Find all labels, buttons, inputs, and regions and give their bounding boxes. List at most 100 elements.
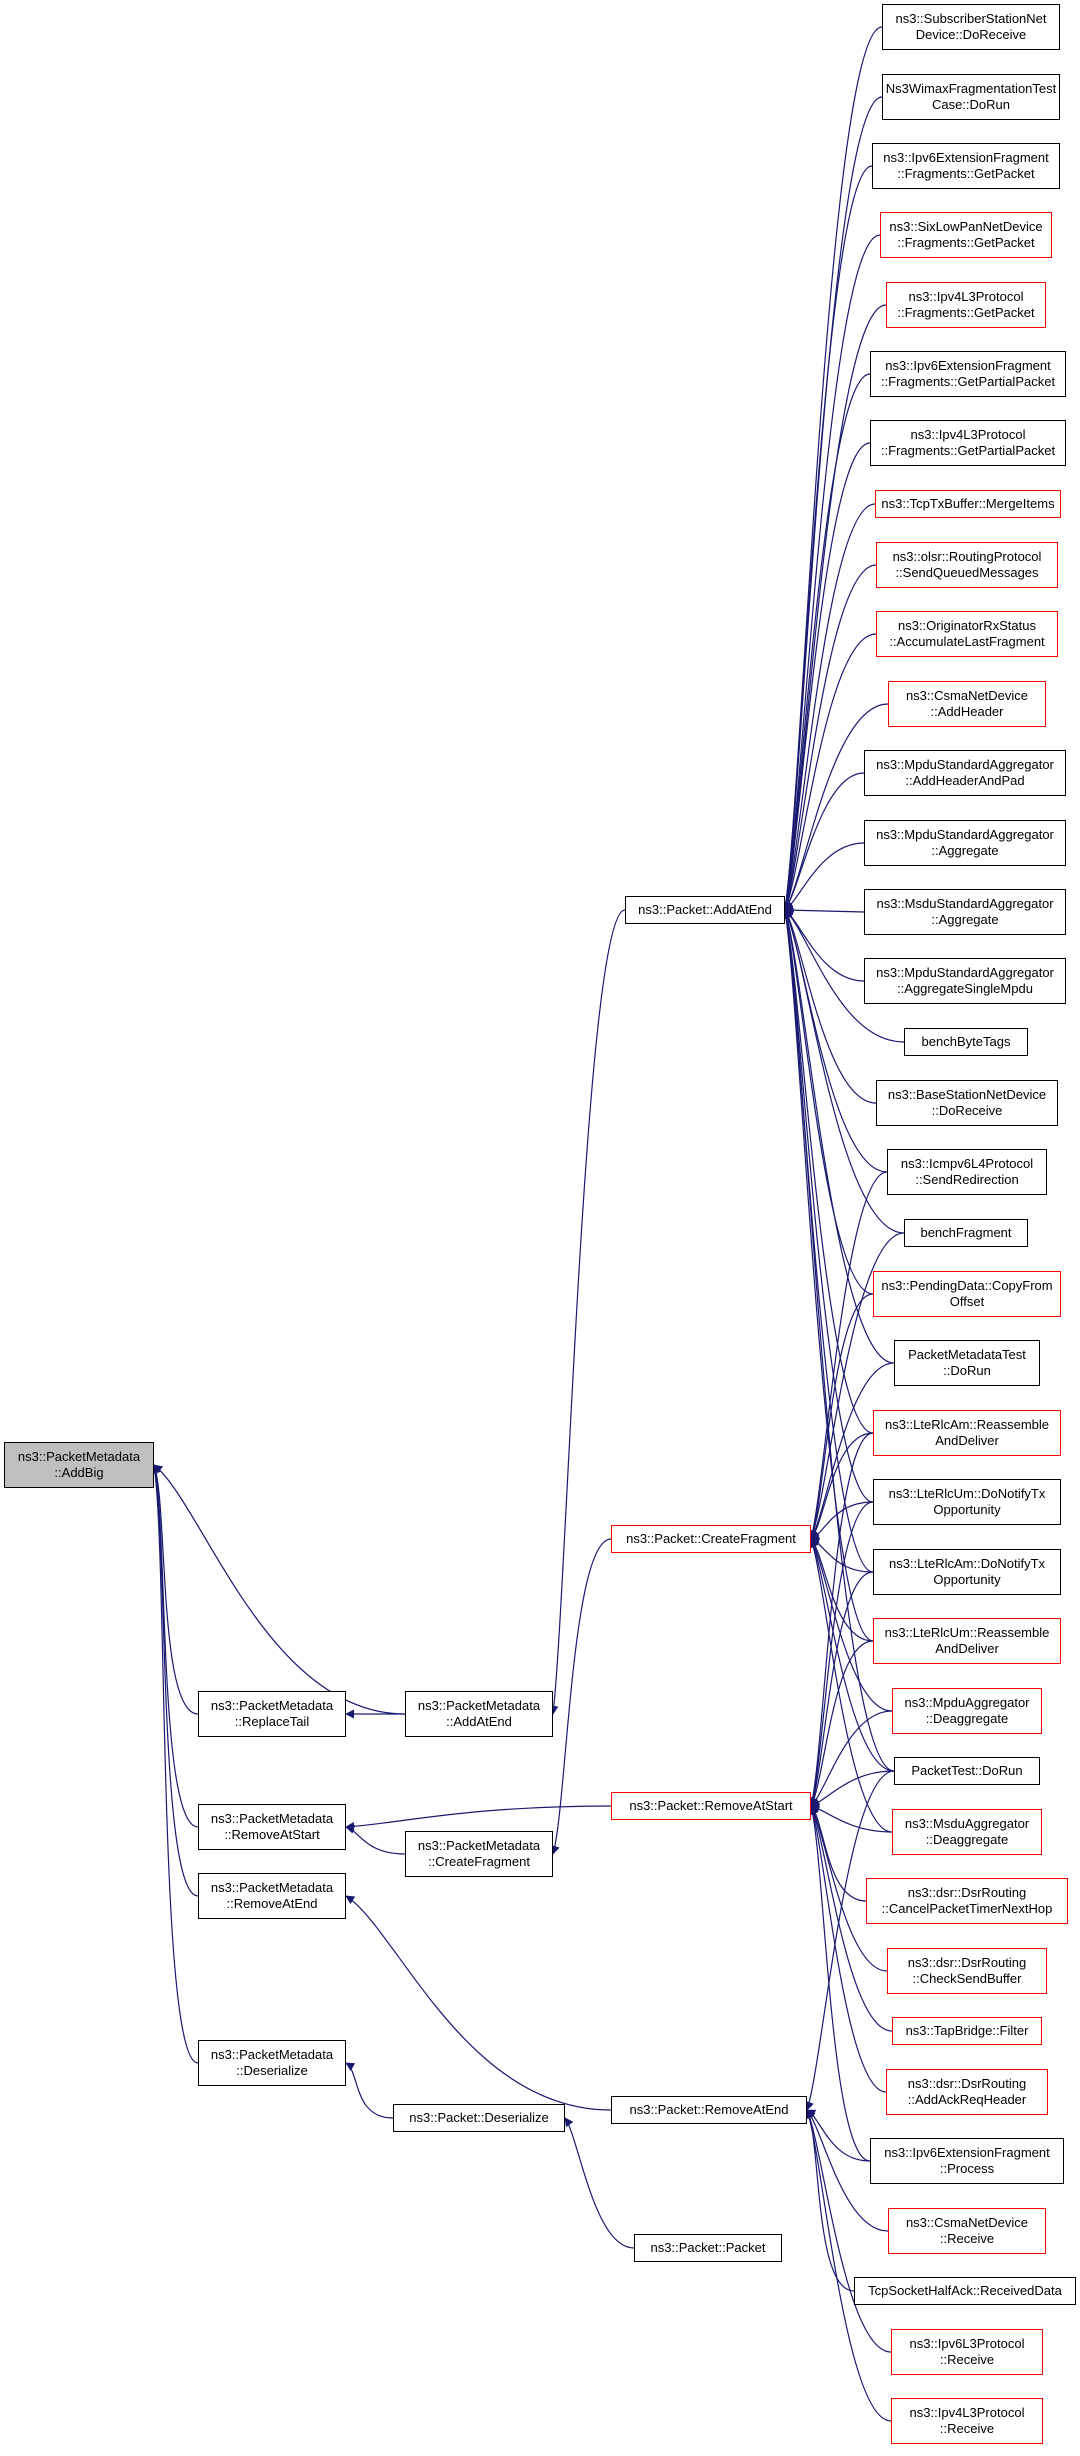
node-label: ns3::CsmaNetDevice — [905, 2215, 1029, 2230]
node-label: PacketMetadataTest — [908, 1347, 1026, 1362]
node-r-ipv6l3-receive[interactable]: ns3::Ipv6L3Protocol::Receive — [891, 2329, 1043, 2375]
node-label: ns3::Packet::CreateFragment — [626, 1531, 796, 1546]
node-label: ns3::MsduStandardAggregator — [876, 896, 1054, 911]
node-pm-createfragment[interactable]: ns3::PacketMetadata::CreateFragment — [405, 1831, 553, 1877]
edge-r-msduagg-deagg-to-p-removeatstart — [810, 1803, 893, 1833]
node-r-icmpv6[interactable]: ns3::Icmpv6L4Protocol::SendRedirection — [887, 1149, 1047, 1195]
node-label: Ns3WimaxFragmentationTest — [885, 81, 1057, 96]
node-p-removeatstart[interactable]: ns3::Packet::RemoveAtStart — [611, 1792, 811, 1820]
node-label: ns3::Ipv6ExtensionFragment — [885, 358, 1051, 373]
node-label: ::Fragments::GetPacket — [897, 166, 1035, 181]
node-label: ns3::MpduStandardAggregator — [876, 827, 1054, 842]
edge-r-msdu-aggregate-to-p-addatend — [784, 905, 865, 915]
node-pm-addatend[interactable]: ns3::PacketMetadata::AddAtEnd — [405, 1691, 553, 1737]
node-r-pmtest[interactable]: PacketMetadataTest::DoRun — [894, 1340, 1040, 1386]
edge-r-mpdu-addheaderpad-to-p-addatend — [784, 772, 865, 911]
node-label: ns3::Icmpv6L4Protocol — [900, 1156, 1034, 1171]
edge-r-benchbytetags-to-p-addatend — [784, 909, 905, 1043]
node-label: ::Fragments::GetPartialPacket — [880, 443, 1056, 458]
node-label: ns3::PacketMetadata — [210, 2047, 334, 2062]
node-r-ipv6ext-getpacket[interactable]: ns3::Ipv6ExtensionFragment::Fragments::G… — [872, 143, 1060, 189]
node-label: ::Deaggregate — [925, 1832, 1009, 1847]
node-p-removeatend[interactable]: ns3::Packet::RemoveAtEnd — [611, 2096, 807, 2124]
node-label: ns3::LteRlcUm::Reassemble — [884, 1625, 1050, 1640]
node-label: ns3::Ipv6ExtensionFragment — [883, 150, 1049, 165]
node-label: ns3::dsr::DsrRouting — [907, 2076, 1027, 2091]
edge-r-benchfragment-to-p-createfragment — [809, 1232, 905, 1540]
edge-r-pmtest-to-p-createfragment — [810, 1362, 895, 1540]
edge-r-pendingdata-to-p-createfragment — [809, 1293, 874, 1540]
node-label: ns3::PacketMetadata — [417, 1698, 541, 1713]
node-label: ns3::olsr::RoutingProtocol — [892, 549, 1042, 564]
node-label: ns3::SixLowPanNetDevice — [889, 219, 1043, 234]
edge-r-ipv6ext-process-to-p-removeatstart — [808, 1805, 871, 2162]
node-label: ns3::PacketMetadata — [210, 1698, 334, 1713]
node-r-ipv4l3-getpacket[interactable]: ns3::Ipv4L3Protocol::Fragments::GetPacke… — [886, 282, 1046, 328]
node-r-benchfragment[interactable]: benchFragment — [904, 1219, 1028, 1247]
node-r-originator[interactable]: ns3::OriginatorRxStatus::AccumulateLastF… — [876, 611, 1058, 657]
node-r-basestation[interactable]: ns3::BaseStationNetDevice::DoReceive — [876, 1080, 1058, 1126]
node-r-csma-receive[interactable]: ns3::CsmaNetDevice::Receive — [888, 2208, 1046, 2254]
node-p-packet[interactable]: ns3::Packet::Packet — [634, 2234, 782, 2262]
node-r-mpduagg-deagg[interactable]: ns3::MpduAggregator::Deaggregate — [892, 1688, 1042, 1734]
edge-r-ipv6ext-getpacket-to-p-addatend — [781, 165, 873, 911]
node-r-benchbytetags[interactable]: benchByteTags — [904, 1028, 1028, 1056]
node-r-ipv4l3-receive[interactable]: ns3::Ipv4L3Protocol::Receive — [891, 2398, 1043, 2444]
edge-p-addatend-to-pm-addatend — [549, 909, 626, 1715]
node-label: ns3::Packet::RemoveAtEnd — [629, 2102, 789, 2117]
node-label: ::AddBig — [54, 1465, 104, 1480]
node-label: ns3::PacketMetadata — [417, 1838, 541, 1853]
node-r-ipv4l3-partial[interactable]: ns3::Ipv4L3Protocol::Fragments::GetParti… — [870, 420, 1066, 466]
node-r-olsr[interactable]: ns3::olsr::RoutingProtocol::SendQueuedMe… — [876, 542, 1058, 588]
node-r-tcphalfack[interactable]: TcpSocketHalfAck::ReceivedData — [854, 2277, 1076, 2305]
node-r-dsr-addack[interactable]: ns3::dsr::DsrRouting::AddAckReqHeader — [886, 2069, 1048, 2115]
node-label: ::Deaggregate — [925, 1711, 1009, 1726]
node-r-mpdu-aggregate[interactable]: ns3::MpduStandardAggregator::Aggregate — [864, 820, 1066, 866]
edge-pm-createfragment-to-pm-removeatstart — [345, 1824, 406, 1855]
node-r-dsr-cancel[interactable]: ns3::dsr::DsrRouting::CancelPacketTimerN… — [866, 1878, 1068, 1924]
node-r-csma-addheader[interactable]: ns3::CsmaNetDevice::AddHeader — [888, 681, 1046, 727]
node-r-dsr-checksend[interactable]: ns3::dsr::DsrRouting::CheckSendBuffer — [887, 1948, 1047, 1994]
edge-p-createfragment-to-pm-createfragment — [550, 1538, 612, 1855]
edge-r-mpdu-aggregate-to-p-addatend — [784, 842, 865, 911]
node-p-createfragment[interactable]: ns3::Packet::CreateFragment — [611, 1525, 811, 1553]
node-r-tapbridge[interactable]: ns3::TapBridge::Filter — [892, 2017, 1042, 2045]
node-r-ipv6ext-process[interactable]: ns3::Ipv6ExtensionFragment::Process — [870, 2138, 1064, 2184]
node-label: ns3::OriginatorRxStatus — [897, 618, 1036, 633]
node-pm-replacetail[interactable]: ns3::PacketMetadata::ReplaceTail — [198, 1691, 346, 1737]
node-r-packettest[interactable]: PacketTest::DoRun — [894, 1757, 1040, 1785]
node-label: Device::DoReceive — [915, 27, 1027, 42]
node-label: ::CancelPacketTimerNextHop — [881, 1901, 1053, 1916]
node-r-sixlowpan[interactable]: ns3::SixLowPanNetDevice::Fragments::GetP… — [880, 212, 1052, 258]
node-r-msduagg-deagg[interactable]: ns3::MsduAggregator::Deaggregate — [892, 1809, 1042, 1855]
edge-r-packettest-to-p-createfragment — [810, 1538, 895, 1772]
node-label: ::AddHeader — [930, 704, 1004, 719]
edge-r-mpduagg-deagg-to-p-createfragment — [810, 1538, 893, 1712]
node-label: ::Fragments::GetPacket — [897, 235, 1035, 250]
node-label: ::ReplaceTail — [234, 1714, 310, 1729]
node-r-mpdu-single[interactable]: ns3::MpduStandardAggregator::AggregateSi… — [864, 958, 1066, 1004]
node-label: ::Receive — [939, 2421, 995, 2436]
node-r-mpdu-addheaderpad[interactable]: ns3::MpduStandardAggregator::AddHeaderAn… — [864, 750, 1066, 796]
node-p-addatend[interactable]: ns3::Packet::AddAtEnd — [625, 896, 785, 924]
edge-r-packettest-to-p-removeatend — [805, 1770, 895, 2111]
node-r-ipv6ext-partial[interactable]: ns3::Ipv6ExtensionFragment::Fragments::G… — [870, 351, 1066, 397]
node-pm-deserialize[interactable]: ns3::PacketMetadata::Deserialize — [198, 2040, 346, 2086]
edge-r-benchfragment-to-p-addatend — [784, 909, 905, 1234]
node-p-deserialize[interactable]: ns3::Packet::Deserialize — [393, 2104, 565, 2132]
node-label: ns3::PendingData::CopyFrom — [881, 1278, 1053, 1293]
node-r-tcptxbuffer[interactable]: ns3::TcpTxBuffer::MergeItems — [875, 490, 1061, 518]
edge-pm-addatend-to-root — [153, 1464, 406, 1715]
node-pm-removeatend[interactable]: ns3::PacketMetadata::RemoveAtEnd — [198, 1873, 346, 1919]
node-r-msdu-aggregate[interactable]: ns3::MsduStandardAggregator::Aggregate — [864, 889, 1066, 935]
node-pm-removeatstart[interactable]: ns3::PacketMetadata::RemoveAtStart — [198, 1804, 346, 1850]
edge-pm-deserialize-to-root — [150, 1464, 199, 2064]
